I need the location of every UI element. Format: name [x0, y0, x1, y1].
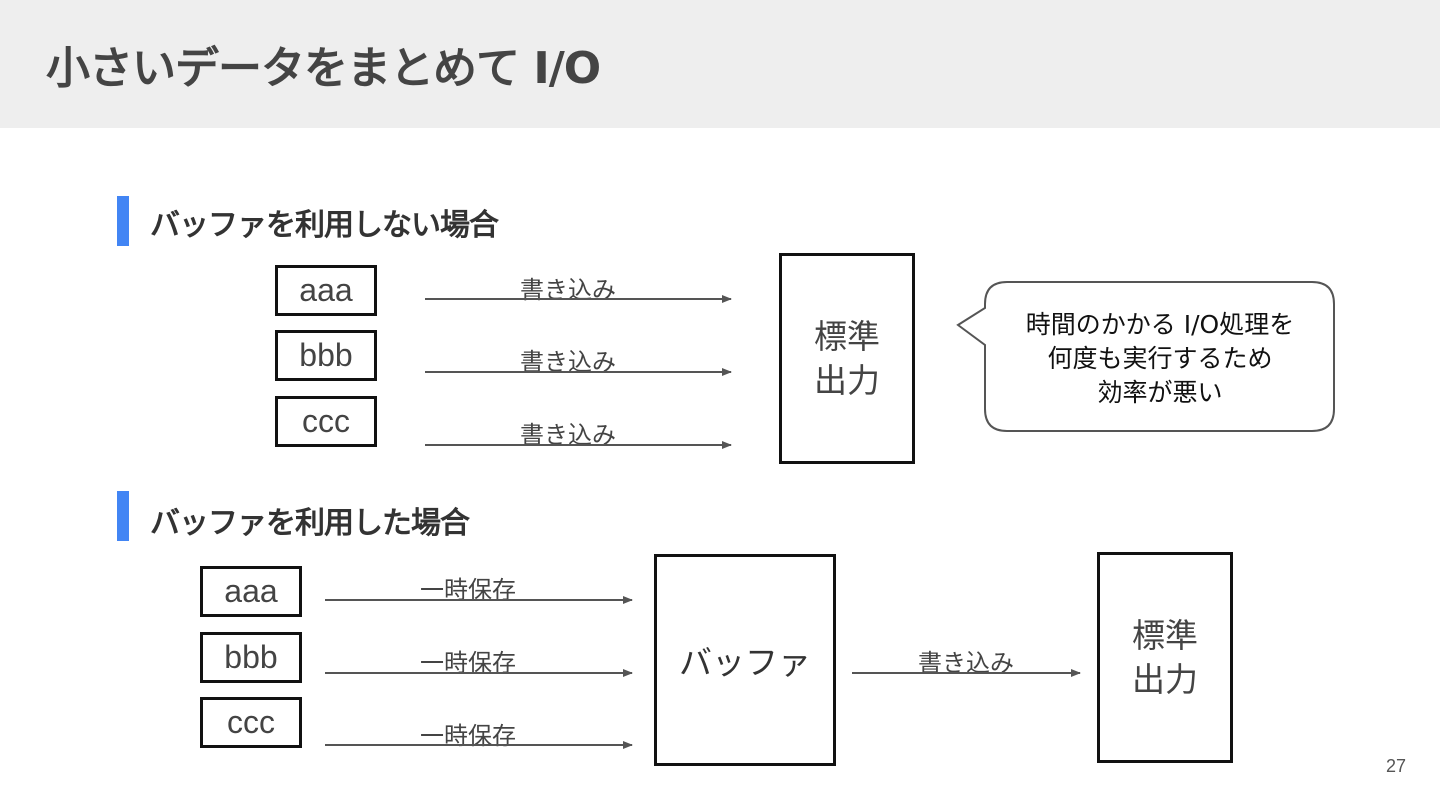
- stdout-box: 標準出力: [779, 253, 915, 464]
- section-marker: [117, 491, 129, 541]
- data-box-aaa: aaa: [275, 265, 377, 316]
- title-bar: [0, 0, 1440, 128]
- buffer-box: バッファ: [654, 554, 836, 766]
- data-box-ccc: ccc: [200, 697, 302, 748]
- section-title-with-buffer: バッファを利用した場合: [150, 506, 470, 541]
- speech-bubble: [956, 281, 1335, 432]
- data-box-aaa: aaa: [200, 566, 302, 617]
- slide-title: 小さいデータをまとめて I/O: [46, 43, 601, 94]
- stdout-label: 標準出力: [1132, 615, 1198, 699]
- section-title-without-buffer: バッファを利用しない場合: [150, 208, 499, 243]
- data-box-bbb: bbb: [200, 632, 302, 683]
- data-box-bbb: bbb: [275, 330, 377, 381]
- data-box-ccc: ccc: [275, 396, 377, 447]
- buffer-label: バッファ: [679, 643, 811, 682]
- stdout-box: 標準出力: [1097, 552, 1233, 763]
- stdout-label: 標準出力: [814, 316, 880, 400]
- page-number: 27: [1385, 756, 1406, 776]
- section-marker: [117, 196, 129, 246]
